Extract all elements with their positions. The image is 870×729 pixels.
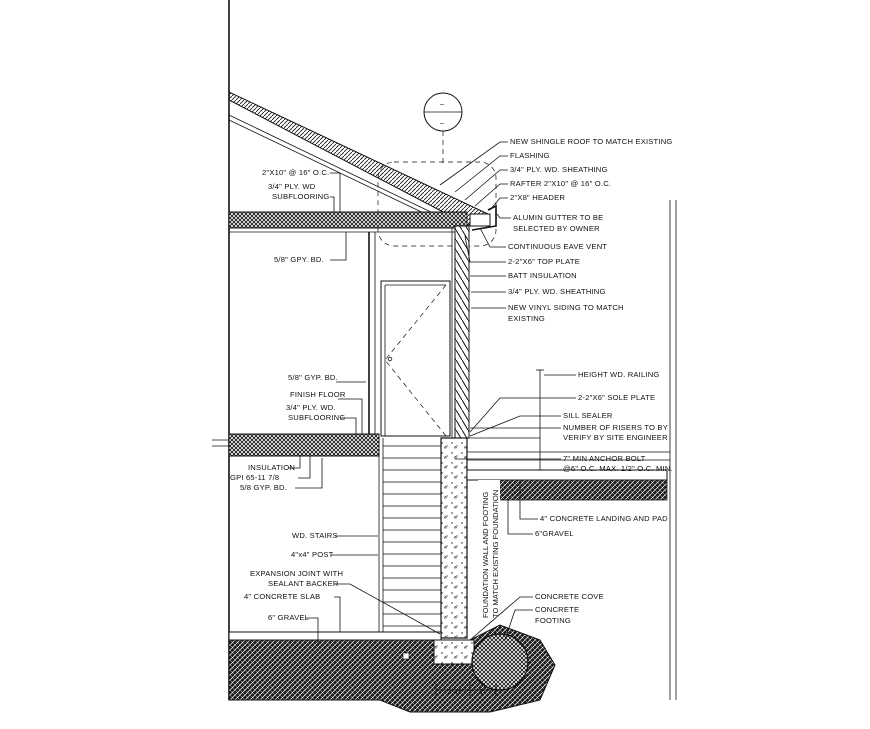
foundation-wall — [440, 437, 468, 639]
label-eave-vent: CONTINUOUS EAVE VENT — [508, 242, 607, 251]
label-post: 4"x4" POST — [291, 550, 334, 559]
exterior-wall-siding — [454, 225, 470, 439]
label-footing-2: FOOTING — [535, 616, 571, 625]
door — [380, 280, 451, 437]
eave-detail-outline — [377, 161, 497, 247]
label-landing: 4" CONCRETE LANDING AND PAD — [540, 514, 668, 523]
label-shingle-roof: NEW SHINGLE ROOF TO MATCH EXISTING — [510, 137, 673, 146]
label-expansion-2: SEALANT BACKER — [268, 579, 339, 588]
concrete-slab — [228, 631, 442, 641]
label-sole-plate: 2-2"X6" SOLE PLATE — [578, 393, 655, 402]
label-top-plate: 2-2"X6" TOP PLATE — [508, 257, 580, 266]
section-marker: – – — [423, 92, 463, 165]
label-siding-2: EXISTING — [508, 314, 545, 323]
upper-floor-joist — [228, 211, 468, 229]
lower-floor-joist — [228, 433, 380, 457]
footing-dimensions: 2'-0" 1' — [435, 684, 497, 696]
label-gyp-lower: 5/8 GYP. BD. — [240, 483, 287, 492]
dim-a: 2'-0" — [447, 687, 463, 696]
label-finish-floor: FINISH FLOOR — [290, 390, 346, 399]
label-sill-sealer: SILL SEALER — [563, 411, 613, 420]
label-risers-2: VERIFY BY SITE ENGINEER — [563, 433, 668, 442]
label-cove: CONCRETE COVE — [535, 592, 604, 601]
section-marker-top: – — [440, 99, 445, 108]
label-subfloor-mid-1: 3/4" PLY. WD. — [286, 403, 336, 412]
label-subfloor-top-2: SUBFLOORING — [272, 192, 329, 201]
label-batt: BATT INSULATION — [508, 271, 577, 280]
label-gpi: GPI 65-11 7/8 — [230, 473, 279, 482]
label-gravel-left: 6" GRAVEL — [268, 613, 309, 622]
label-risers-1: NUMBER OF RISERS TO BY — [563, 423, 668, 432]
label-joist: 2"X10" @ 16" O.C. — [262, 168, 329, 177]
footing-block — [433, 639, 475, 665]
label-anchor-1: 7" MIN ANCHOR BOLT — [563, 454, 646, 463]
label-insulation: INSULATION — [248, 463, 295, 472]
label-ply-sheathing-wall: 3/4" PLY. WD. SHEATHING — [508, 287, 606, 296]
right-callouts: NEW SHINGLE ROOF TO MATCH EXISTING FLASH… — [439, 137, 673, 641]
concrete-footing-pier — [471, 633, 529, 691]
section-marker-bottom: – — [440, 118, 445, 127]
left-callouts: 2"X10" @ 16" O.C. 3/4" PLY. WD SUBFLOORI… — [230, 168, 441, 645]
gravel-under-landing — [479, 479, 668, 501]
label-railing: HEIGHT WD. RAILING — [578, 370, 660, 379]
label-gpy-ceiling: 5/8" GPY. BD. — [274, 255, 324, 264]
dim-b: 1' — [479, 687, 485, 696]
label-header: 2"X8" HEADER — [510, 193, 565, 202]
label-flashing: FLASHING — [510, 151, 550, 160]
stairs — [383, 445, 441, 627]
label-subfloor-top-1: 3/4" PLY. WD — [268, 182, 316, 191]
label-gravel-right: 6"GRAVEL — [535, 529, 574, 538]
label-slab: 4" CONCRETE SLAB — [244, 592, 320, 601]
label-gutter-1: ALUMIN GUTTER TO BE — [513, 213, 603, 222]
label-rafter: RAFTER 2"X10" @ 16" O.C. — [510, 179, 611, 188]
label-subfloor-mid-2: SUBFLOORING — [288, 413, 345, 422]
label-ply-sheathing-roof: 3/4" PLY. WD. SHEATHING — [510, 165, 608, 174]
label-foundation-1: FOUNDATION WALL AND FOOTING — [481, 492, 490, 618]
label-gyp-wall: 5/8" GYP. BD. — [288, 373, 338, 382]
label-expansion-1: EXPANSION JOINT WITH — [250, 569, 343, 578]
label-gutter-2: SELECTED BY OWNER — [513, 224, 600, 233]
label-stairs: WD. STAIRS — [292, 531, 338, 540]
label-foundation-2: TO MATCH EXISTING FOUNDATION — [491, 490, 500, 618]
label-anchor-2: @6" O.C. MAX. 1/2" O.C. MIN. — [563, 464, 673, 473]
label-footing-1: CONCRETE — [535, 605, 579, 614]
label-siding-1: NEW VINYL SIDING TO MATCH — [508, 303, 624, 312]
